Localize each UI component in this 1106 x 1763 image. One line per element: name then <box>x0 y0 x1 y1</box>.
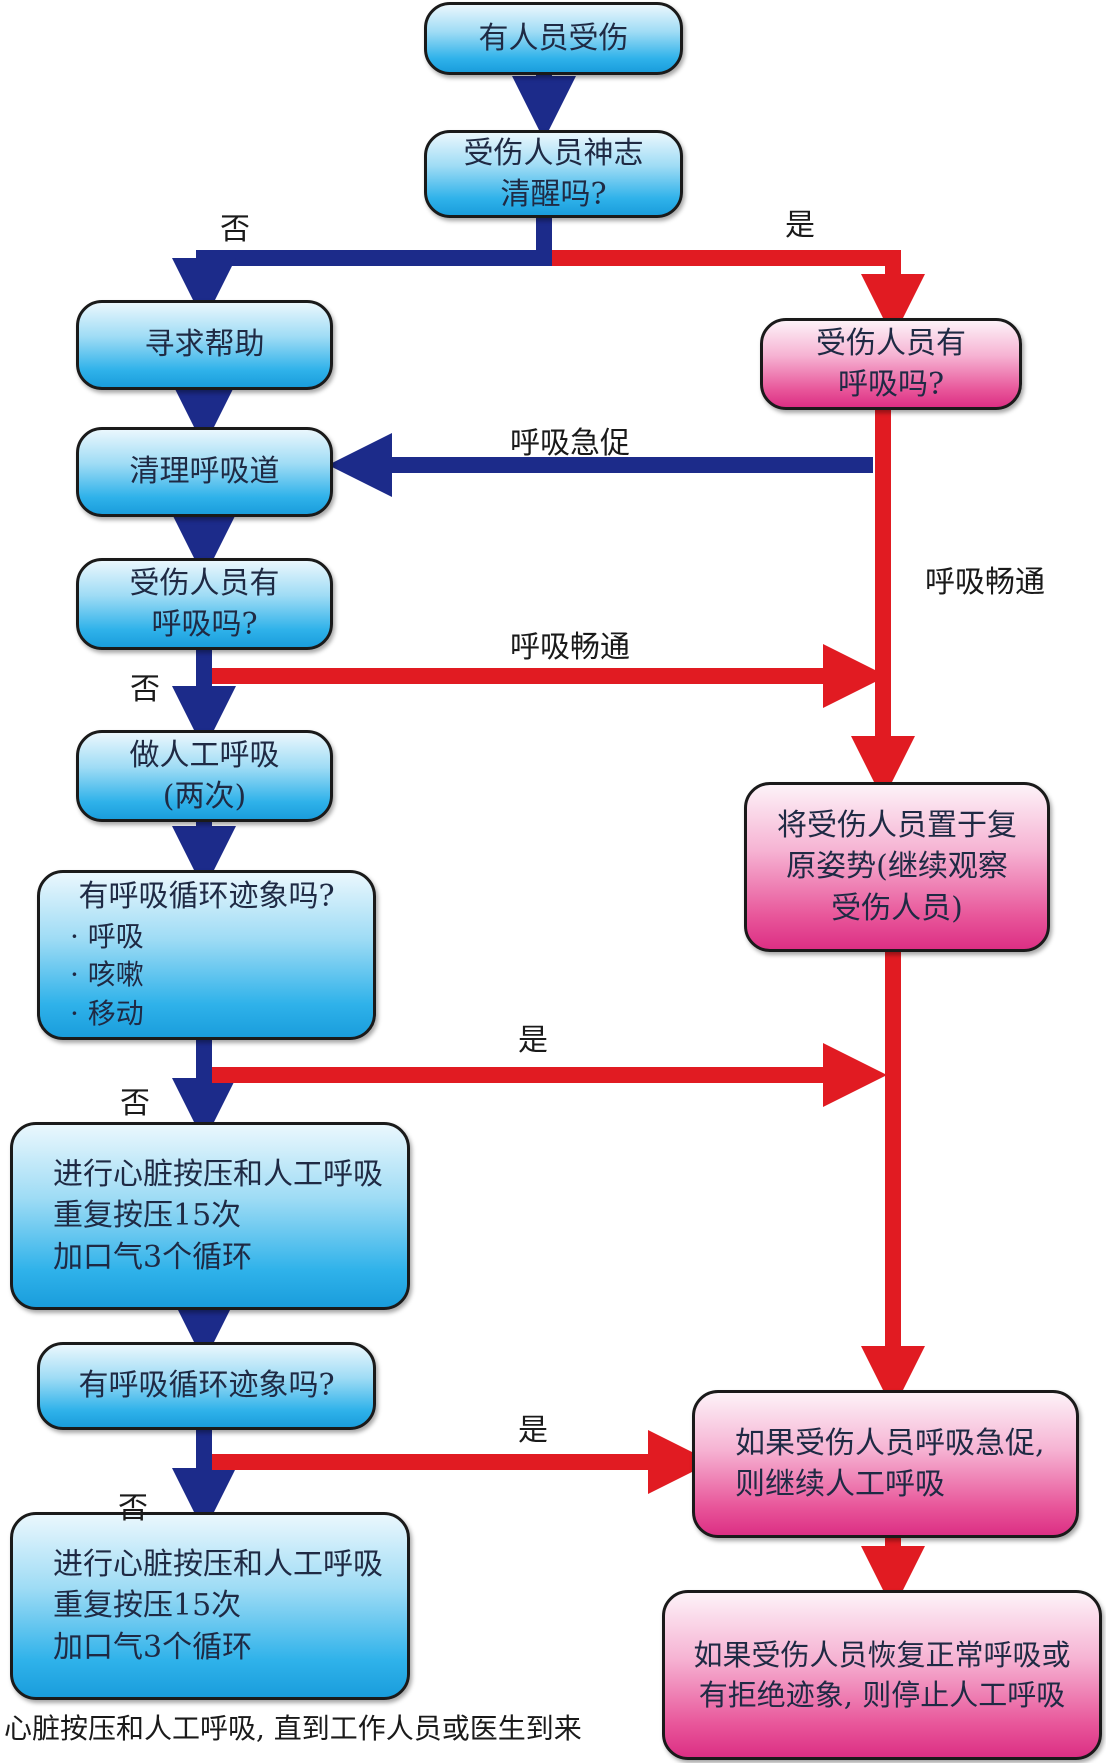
node-text: 有人员受伤 <box>478 20 629 56</box>
node-text: 呼吸吗? <box>151 607 258 642</box>
node-recovery-position: 将受伤人员置于复 原姿势(继续观察 受伤人员) <box>744 782 1050 952</box>
node-text: 进行心脏按压和人工呼吸 <box>53 1156 383 1192</box>
node-rescue-breaths: 做人工呼吸 (两次) <box>76 730 333 822</box>
node-text: 加口气3个循环 <box>53 1629 253 1665</box>
node-text: 如果受伤人员恢复正常呼吸或 <box>693 1637 1071 1672</box>
node-breathing-check-left: 受伤人员有 呼吸吗? <box>76 558 333 650</box>
label-clear-breath-right: 呼吸畅通 <box>925 565 1045 600</box>
node-text: 有呼吸循环迹象吗? <box>78 1368 335 1404</box>
list-item: · 呼吸 <box>70 919 144 953</box>
node-text: 进行心脏按压和人工呼吸 <box>53 1546 383 1582</box>
node-text: 清醒吗? <box>500 177 607 212</box>
node-text: 如果受伤人员呼吸急促, <box>735 1425 1045 1461</box>
node-text: 受伤人员有 <box>816 325 966 361</box>
node-text: 清理呼吸道 <box>129 454 280 490</box>
node-text: 呼吸吗? <box>837 367 945 402</box>
node-if-short-breath: 如果受伤人员呼吸急促, 则继续人工呼吸 <box>692 1390 1079 1538</box>
node-text: 将受伤人员置于复 <box>777 807 1017 843</box>
node-text: (两次) <box>162 779 247 814</box>
node-text: 做人工呼吸 <box>129 737 280 773</box>
node-cpr-2: 进行心脏按压和人工呼吸 重复按压15次 加口气3个循环 <box>10 1512 410 1700</box>
node-clear-airway: 清理呼吸道 <box>76 427 333 517</box>
node-text: 则继续人工呼吸 <box>735 1467 945 1502</box>
node-text: 有拒绝迹象, 则停止人工呼吸 <box>698 1678 1066 1712</box>
label-yes: 是 <box>518 1413 548 1448</box>
node-text: 加口气3个循环 <box>53 1239 253 1275</box>
label-no: 否 <box>118 1491 148 1526</box>
node-seek-help: 寻求帮助 <box>76 300 333 390</box>
list-item: · 移动 <box>70 997 144 1030</box>
node-text: 重复按压15次 <box>53 1588 242 1624</box>
node-breathing-check-right: 受伤人员有 呼吸吗? <box>760 318 1022 410</box>
node-text: 寻求帮助 <box>144 327 265 363</box>
label-clear-breath-left: 呼吸畅通 <box>510 630 630 665</box>
list-item: · 咳嗽 <box>70 958 144 992</box>
node-if-normal: 如果受伤人员恢复正常呼吸或 有拒绝迹象, 则停止人工呼吸 <box>662 1590 1102 1760</box>
label-no: 否 <box>130 672 160 707</box>
node-circulation-check-2: 有呼吸循环迹象吗? <box>37 1342 376 1430</box>
label-no: 否 <box>220 212 250 247</box>
node-cpr-1: 进行心脏按压和人工呼吸 重复按压15次 加口气3个循环 <box>10 1122 410 1310</box>
arrow-conscious-no <box>172 215 552 322</box>
node-injured: 有人员受伤 <box>424 2 683 75</box>
node-text: 原姿势(继续观察 <box>786 849 1008 885</box>
node-text: 受伤人员有 <box>129 565 280 601</box>
label-yes: 是 <box>518 1023 548 1058</box>
node-conscious-check: 受伤人员神志 清醒吗? <box>424 130 683 218</box>
node-text: 受伤人员神志 <box>463 135 644 171</box>
node-text: 受伤人员) <box>831 890 963 926</box>
node-circulation-check: 有呼吸循环迹象吗? · 呼吸 · 咳嗽 · 移动 <box>37 870 376 1040</box>
arrow-conscious-yes <box>552 250 925 338</box>
node-text: 重复按压15次 <box>53 1198 242 1234</box>
label-no: 否 <box>120 1086 150 1121</box>
label-yes: 是 <box>785 208 815 243</box>
label-short-breath: 呼吸急促 <box>510 426 630 461</box>
footer-caption: 心脏按压和人工呼吸, 直到工作人员或医生到来 <box>4 1712 582 1745</box>
node-title: 有呼吸循环迹象吗? <box>78 879 335 915</box>
